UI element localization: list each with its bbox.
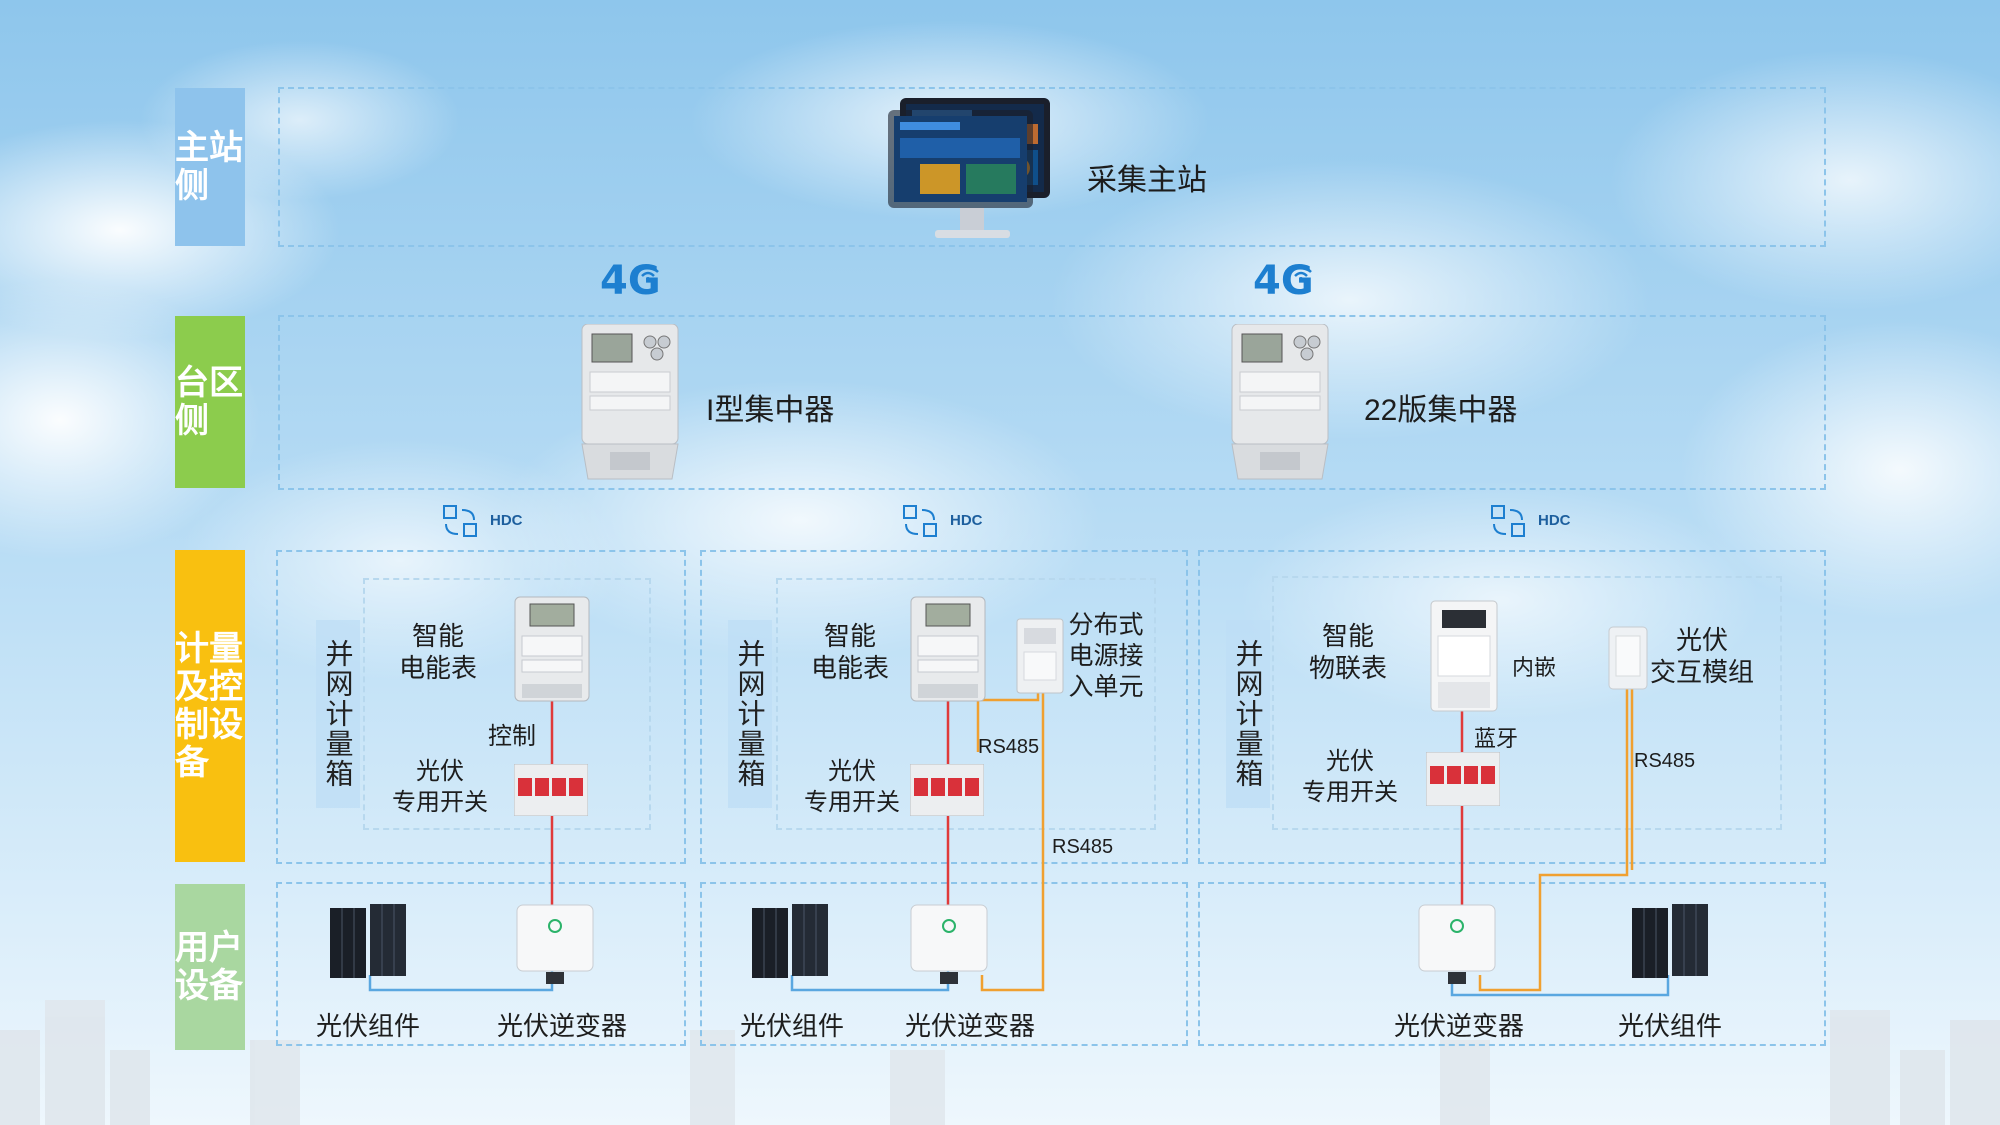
pv-inverter-label-1: 光伏逆变器 [497, 1011, 628, 1041]
bluetooth-label: 蓝牙 [1474, 726, 1519, 751]
wifi-icon [1290, 265, 1312, 281]
master-station-monitor-icon [888, 98, 1050, 238]
embedded-label: 内嵌 [1512, 655, 1557, 680]
distributed-power-access-unit-label: 分布式电源接入单元 [1068, 611, 1144, 701]
sync-icon [443, 505, 477, 537]
smart-meter-icon [514, 596, 590, 702]
4g-signal-left: 4G [600, 258, 661, 304]
smart-meter-icon [910, 596, 986, 702]
hdc-label-1: HDC [490, 512, 523, 529]
sync-icon [903, 505, 937, 537]
master-station-panel [278, 87, 1826, 247]
concentrator-device-icon [581, 324, 679, 480]
concentrator-label-1: I型集中器 [706, 394, 835, 427]
rs485-label-b: RS485 [1052, 836, 1114, 858]
meter-box-panel-3 [1198, 550, 1826, 864]
pv-switch-icon [910, 764, 984, 816]
concentrator-device-icon [1231, 324, 1329, 480]
smart-meter-label-1: 智能电能表 [398, 621, 477, 683]
control-label: 控制 [488, 723, 536, 750]
area-side-label: 台区侧 [175, 316, 245, 488]
iot-meter-label: 智能物联表 [1308, 621, 1387, 683]
distributed-power-access-unit-icon [1016, 618, 1064, 694]
user-panel-1 [276, 882, 686, 1046]
rs485-label-c: RS485 [1634, 750, 1696, 772]
4g-signal-right: 4G [1253, 258, 1314, 304]
hdc-label-2: HDC [950, 512, 983, 529]
meter-box-panel-2 [700, 550, 1188, 864]
pv-module-label-3: 光伏组件 [1618, 1011, 1723, 1041]
pv-line [1450, 975, 1670, 997]
pv-module-icon [330, 904, 406, 978]
pv-module-icon [752, 904, 828, 978]
iot-meter-icon [1430, 600, 1498, 712]
pv-module-icon [1632, 904, 1708, 978]
pv-module-label-2: 光伏组件 [740, 1011, 845, 1041]
rs485-line [976, 692, 1040, 752]
meter-box-inner-3 [1272, 576, 1782, 830]
metering-side-label: 计量及控制设备 [175, 550, 245, 862]
pv-inverter-label-3: 光伏逆变器 [1394, 1011, 1525, 1041]
meter-box-inner-1 [363, 578, 651, 830]
pv-switch-icon [1426, 752, 1500, 806]
master-side-label: 主站侧 [175, 88, 245, 246]
pv-interaction-module-label: 光伏交互模组 [1649, 625, 1754, 687]
pv-module-label-1: 光伏组件 [316, 1011, 421, 1041]
meter-box-inner-2 [776, 578, 1156, 830]
master-station-label: 采集主站 [1087, 164, 1207, 197]
pv-interaction-module-icon [1608, 626, 1648, 690]
area-panel [278, 315, 1826, 490]
rs485-label-a: RS485 [978, 736, 1040, 758]
pv-switch-icon [514, 764, 588, 816]
meter-box-label-1: 并网计量箱 [316, 620, 360, 808]
rs485-line [1478, 660, 1629, 992]
meter-box-label-2: 并网计量箱 [728, 620, 772, 808]
pv-inverter-icon [1418, 904, 1496, 984]
hdc-label-3: HDC [1538, 512, 1571, 529]
wifi-icon [637, 265, 659, 281]
pv-switch-label-1: 光伏专用开关 [392, 758, 488, 816]
meter-box-panel-1 [276, 550, 686, 864]
user-panel-2 [700, 882, 1188, 1046]
sync-icon [1491, 505, 1525, 537]
pv-switch-label-2: 光伏专用开关 [804, 758, 900, 816]
concentrator-label-2: 22版集中器 [1364, 394, 1518, 427]
pv-inverter-icon [910, 904, 988, 984]
smart-meter-label-2: 智能电能表 [810, 621, 889, 683]
user-side-label: 用户设备 [175, 884, 245, 1050]
user-panel-3 [1198, 882, 1826, 1046]
meter-box-label-3: 并网计量箱 [1226, 620, 1270, 808]
pv-inverter-icon [516, 904, 594, 984]
pv-switch-label-3: 光伏专用开关 [1302, 748, 1398, 806]
pv-inverter-label-2: 光伏逆变器 [905, 1011, 1036, 1041]
rs485-line [980, 692, 1045, 992]
